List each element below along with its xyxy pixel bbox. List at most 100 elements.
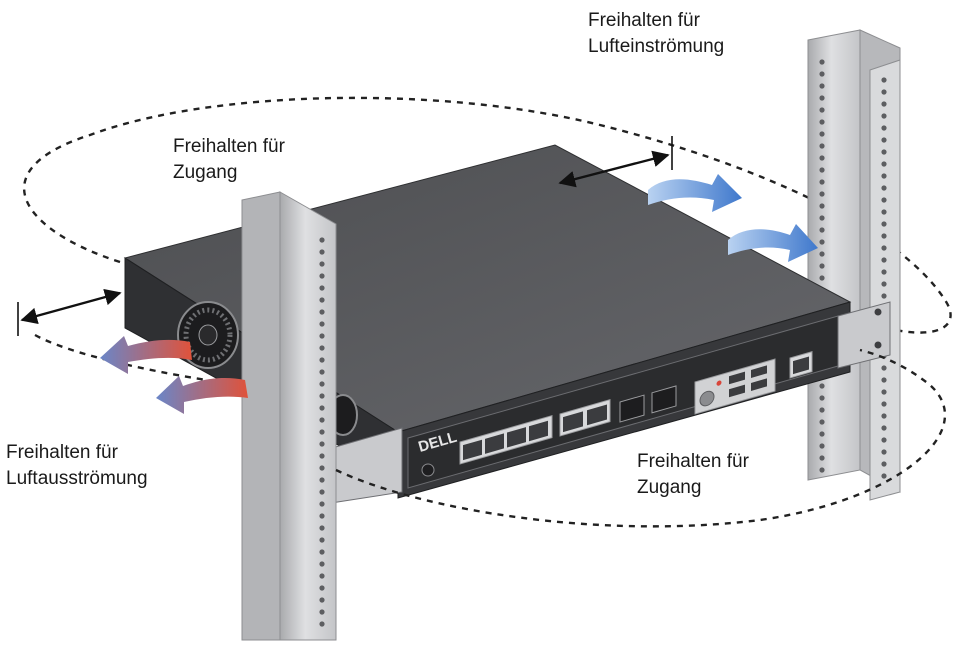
rail-mounting-hole: [819, 455, 825, 461]
rail-mounting-hole: [319, 309, 325, 315]
rail-mounting-hole: [319, 489, 325, 495]
rail-mounting-hole: [319, 513, 325, 519]
rail-mounting-hole: [881, 221, 887, 227]
rail-mounting-hole: [819, 395, 825, 401]
usb-port-icon: [694, 358, 776, 415]
rail-mounting-hole: [319, 441, 325, 447]
mounting-brackets: [317, 301, 891, 506]
label-exhaust-clearance: Freihalten für Luftausströmung: [6, 442, 148, 489]
label-access-clearance-bottom: Freihalten für Zugang: [637, 451, 749, 498]
rail-mounting-hole: [819, 215, 825, 221]
rail-mounting-hole: [881, 365, 887, 371]
rail-mounting-hole: [881, 149, 887, 155]
rail-mounting-hole: [881, 173, 887, 179]
rail-mounting-hole: [881, 101, 887, 107]
rail-mounting-hole: [881, 413, 887, 419]
rail-mounting-hole: [819, 167, 825, 173]
rail-mounting-hole: [881, 425, 887, 431]
rail-mounting-hole: [819, 275, 825, 281]
rail-mounting-hole: [819, 95, 825, 101]
rail-mounting-hole: [319, 297, 325, 303]
rail-mounting-hole: [319, 357, 325, 363]
rail-mounting-hole: [319, 465, 325, 471]
rail-mounting-hole: [819, 107, 825, 113]
rail-mounting-hole: [881, 161, 887, 167]
rail-mounting-hole: [819, 71, 825, 77]
rail-mounting-hole: [819, 179, 825, 185]
rail-mounting-hole: [819, 383, 825, 389]
rail-mounting-hole: [319, 405, 325, 411]
rail-mounting-hole: [319, 453, 325, 459]
rail-mounting-hole: [819, 407, 825, 413]
rail-mounting-hole: [881, 89, 887, 95]
rail-mounting-hole: [881, 245, 887, 251]
rail-mounting-hole: [319, 585, 325, 591]
rail-mounting-hole: [881, 137, 887, 143]
rail-mounting-hole: [819, 191, 825, 197]
rail-mounting-hole: [881, 437, 887, 443]
rail-mounting-hole: [881, 473, 887, 479]
rail-mounting-hole: [881, 461, 887, 467]
rail-mounting-hole: [881, 281, 887, 287]
rail-mounting-hole: [319, 525, 325, 531]
rail-mounting-hole: [881, 185, 887, 191]
rail-mounting-hole: [881, 377, 887, 383]
rail-mounting-hole: [881, 197, 887, 203]
rail-mounting-hole: [819, 251, 825, 257]
rail-mounting-hole: [319, 333, 325, 339]
ethernet-port-icon: [463, 420, 548, 461]
rail-mounting-hole: [881, 389, 887, 395]
sfp-port-icon: [619, 385, 677, 423]
rail-mounting-hole: [319, 285, 325, 291]
label-access-clearance-top: Freihalten für Zugang: [173, 136, 285, 183]
rail-mounting-hole: [319, 369, 325, 375]
rail-mounting-hole: [881, 125, 887, 131]
cool-air-arrow-icon: [648, 174, 818, 262]
rail-mounting-hole: [319, 261, 325, 267]
ethernet-port-group-2: [559, 399, 611, 437]
rail-mounting-hole: [819, 443, 825, 449]
rail-mounting-hole: [819, 143, 825, 149]
rail-mounting-hole: [819, 263, 825, 269]
upper-clearance-boundary: [23, 96, 952, 334]
rail-mounting-hole: [819, 227, 825, 233]
rail-mounting-hole: [319, 429, 325, 435]
rail-mounting-hole: [319, 393, 325, 399]
rail-mounting-hole: [319, 381, 325, 387]
rail-mounting-hole: [819, 155, 825, 161]
rail-mounting-hole: [819, 467, 825, 473]
rail-mounting-hole: [819, 119, 825, 125]
rail-mounting-hole: [319, 273, 325, 279]
rail-mounting-hole: [319, 417, 325, 423]
ethernet-port-group-1: [459, 414, 553, 465]
front-rack-rail: [241, 191, 337, 641]
rail-mounting-hole: [319, 609, 325, 615]
rail-mounting-hole: [319, 597, 325, 603]
clearance-dimension-arrows: [17, 136, 673, 336]
rail-mounting-hole: [819, 131, 825, 137]
rail-mounting-hole: [319, 537, 325, 543]
rail-mounting-hole: [319, 237, 325, 243]
rail-mounting-hole: [319, 477, 325, 483]
rail-mounting-hole: [819, 203, 825, 209]
rail-mounting-hole: [881, 293, 887, 299]
rail-mounting-hole: [881, 77, 887, 83]
rail-mounting-hole: [819, 239, 825, 245]
rail-mounting-hole: [881, 449, 887, 455]
hot-air-arrow-icon: [100, 336, 248, 414]
rail-mounting-hole: [819, 419, 825, 425]
rail-mounting-hole: [319, 549, 325, 555]
rail-mounting-hole: [319, 501, 325, 507]
rail-mounting-hole: [881, 209, 887, 215]
rail-mounting-hole: [881, 257, 887, 263]
rear-rack-rail: [807, 29, 901, 501]
rail-mounting-hole: [881, 401, 887, 407]
rail-mounting-hole: [881, 269, 887, 275]
rail-mounting-hole: [319, 621, 325, 627]
rail-mounting-hole: [881, 113, 887, 119]
rail-mounting-hole: [319, 321, 325, 327]
rail-mounting-hole: [319, 573, 325, 579]
label-intake-clearance: Freihalten für Lufteinströmung: [588, 10, 725, 57]
